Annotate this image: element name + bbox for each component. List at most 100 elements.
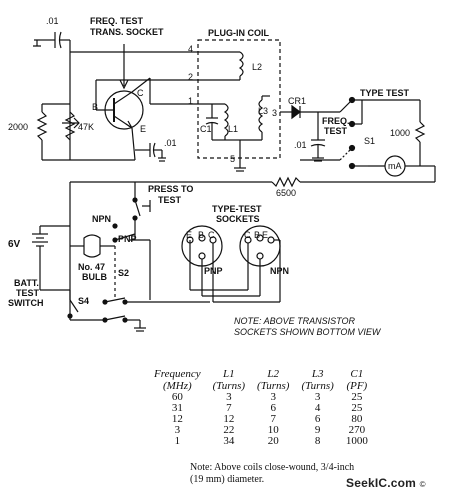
label-pin4: 4 [188,44,194,54]
table-cell: 20 [267,435,279,447]
bulb-no47 [70,234,115,258]
label-batt: BATT. [14,278,39,288]
label-sock-c1: C [208,230,215,240]
label-c: C [137,88,144,98]
label-6v: 6V [8,239,21,250]
label-l2: L2 [252,62,263,72]
capacitor-right [310,112,326,162]
capacitor-top [33,31,70,49]
table-cell: 80 [351,413,363,425]
note-line2: SOCKETS SHOWN BOTTOM VIEW [234,327,381,337]
label-meter: mA [388,161,402,171]
label-pin3: 3 [272,108,278,118]
label-freq-sw-2: TEST [324,126,348,136]
battery-6v [32,225,70,291]
table-header-unit-4: (PF) [346,380,368,392]
milliammeter [300,155,436,183]
ground-pin5 [234,160,246,172]
table-header-3: L3 [311,368,324,380]
label-npn-sw: NPN [92,214,112,224]
table-header-4: C1 [350,368,364,380]
note-line1: NOTE: ABOVE TRANSISTOR [234,316,356,326]
label-bulb: BULB [82,272,107,282]
plugin-coil-box [197,39,281,159]
table-cell: 8 [314,435,321,447]
label-pin5: 5 [230,154,236,164]
label-c01-right: .01 [294,140,307,150]
label-pin1: 1 [188,96,194,106]
table-header-row: Frequency L1 L2 L3 C1 [148,368,374,380]
capacitor-mid [135,142,166,162]
label-r1000: 1000 [390,128,411,138]
switch-s4 [67,290,79,319]
label-cr1: CR1 [288,96,307,106]
label-c01-top: .01 [46,16,59,26]
coil-l1-c1 [198,103,241,160]
footnote: Note: Above coils close-wound, 3/4-inch … [190,462,354,486]
label-s2: S2 [118,268,130,278]
table-cell: 7 [270,413,276,425]
label-s1: S1 [364,136,376,146]
label-c1: C1 [200,124,212,134]
table-cell: 12 [223,413,235,425]
table-header-2: L2 [267,368,280,380]
table-cell: 6 [270,402,276,414]
switch-press-to-test [132,182,151,221]
label-r47k: 47K [78,122,95,132]
label-no47: No. 47 [78,262,106,272]
label-r6500: 6500 [276,188,297,198]
table-cell: 25 [351,391,363,403]
label-pnp-sw: PNP [118,234,137,244]
label-type-test: TYPE TEST [360,88,410,98]
label-l1: L1 [228,124,239,134]
label-freq-test: FREQ. TEST [90,16,144,26]
footnote-line2: (19 mm) diameter. [190,474,265,485]
table-header-0: Frequency [154,368,201,380]
table-header-unit-0: (MHz) [162,380,192,392]
label-trans-socket: TRANS. SOCKET [90,27,164,37]
diode-cr1 [280,104,340,120]
resistor-47k [62,111,80,141]
table-header-unit-3: (Turns) [301,380,334,392]
label-sock-b2: B [254,230,261,240]
transistor-socket [95,44,198,161]
label-sock-c2: C [244,230,251,240]
coil-l2 [198,51,244,81]
table-cell: 3 [270,391,276,403]
table-cell: 3 [226,391,232,403]
footnote-line1: Note: Above coils close-wound, 3/4-inch [190,462,355,473]
label-sock-e1: E [186,230,193,240]
resistor-1000 [414,100,426,166]
table-cell: 60 [171,391,183,403]
table-cell: 1 [174,435,181,447]
label-sock-e2: E [262,230,269,240]
resistor-2000 [36,103,135,161]
label-e: E [140,124,147,134]
label-npn-sock: NPN [270,266,290,276]
label-c01-mid: .01 [164,138,177,148]
label-type-test-sockets-1: TYPE-TEST [212,204,262,214]
watermark-logo: SeekIC.com © [346,476,426,490]
socket-wiring [189,239,281,303]
table-cell: 3 [174,424,181,436]
table-cell: 25 [351,402,363,414]
table-header-row-units: (MHz)(Turns)(Turns)(Turns)(PF) [148,380,374,392]
label-l3: L3 [258,106,269,116]
label-batt-switch: SWITCH [8,298,44,308]
table-header-1: L1 [223,368,235,380]
table-cell: 31 [171,402,183,414]
watermark-text: SeekIC.com [346,476,417,490]
label-pnp-sock: PNP [204,266,223,276]
table-cell: 9 [314,424,321,436]
watermark-sub: © [419,480,426,489]
label-freq-sw-1: FREQ. [322,116,350,126]
table-cell: 4 [314,402,321,414]
label-pin2: 2 [188,72,194,82]
label-b: B [92,102,99,112]
resistor-6500 [69,176,301,320]
label-plugin-coil: PLUG-IN COIL [208,28,269,38]
